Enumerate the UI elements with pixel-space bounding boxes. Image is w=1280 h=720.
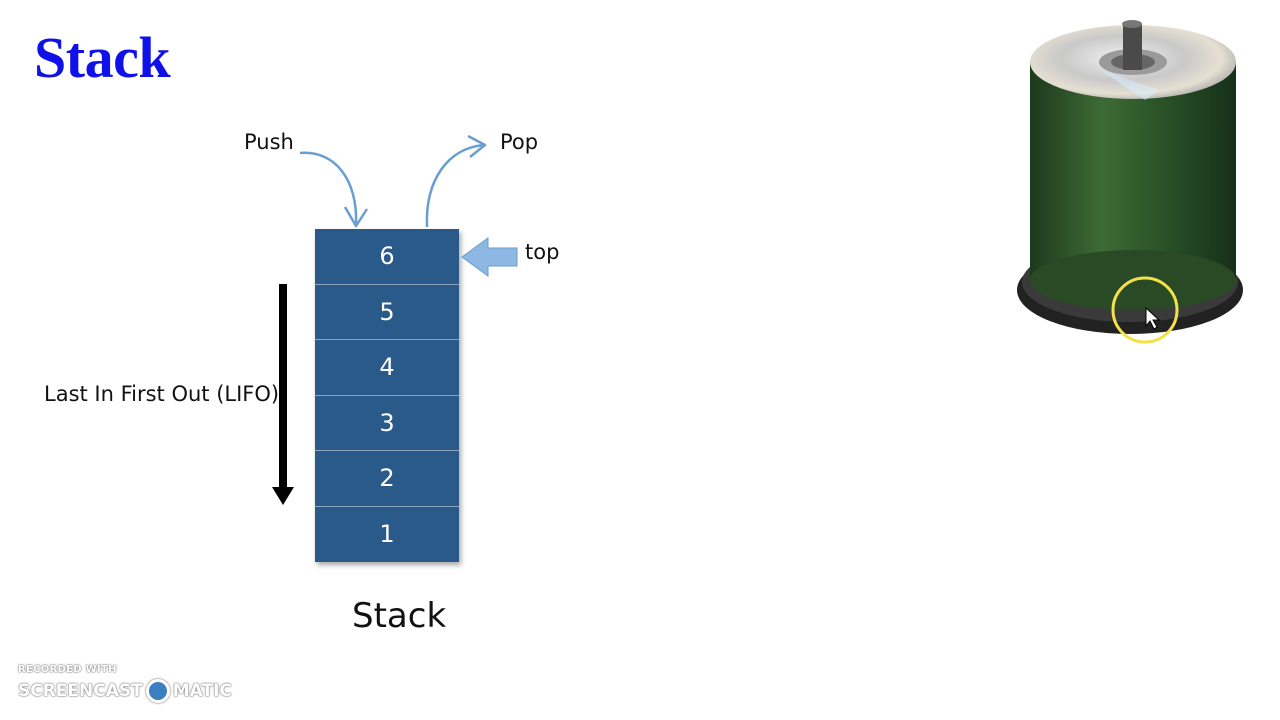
stack-cell: 6 — [315, 229, 459, 285]
top-pointer-arrow-icon — [461, 237, 518, 277]
lifo-label: Last In First Out (LIFO) — [44, 382, 280, 406]
stack-cell: 5 — [315, 285, 459, 340]
push-label: Push — [244, 130, 294, 154]
watermark-left-text: SCREENCAST — [18, 681, 143, 701]
stack-diagram: 6 5 4 3 2 1 — [315, 229, 459, 562]
slide-title: Stack — [34, 25, 171, 90]
lifo-down-arrow-icon — [272, 284, 294, 505]
screencast-watermark: RECORDED WITH SCREENCAST MATIC — [18, 664, 232, 703]
watermark-small-text: RECORDED WITH — [18, 664, 117, 675]
stack-caption: Stack — [352, 596, 447, 636]
cd-spindle-image — [1017, 20, 1243, 334]
watermark-right-text: MATIC — [172, 681, 232, 701]
cursor-highlight-icon — [1111, 276, 1179, 344]
stack-cell: 2 — [315, 451, 459, 507]
top-label: top — [525, 240, 560, 264]
stack-cell: 4 — [315, 340, 459, 396]
push-arrow-icon — [299, 151, 369, 228]
stack-cell: 1 — [379, 519, 395, 548]
stack-cell: 3 — [315, 396, 459, 451]
screencast-o-matic-logo — [145, 679, 170, 703]
pop-label: Pop — [500, 130, 539, 154]
pop-arrow-icon — [425, 134, 487, 228]
